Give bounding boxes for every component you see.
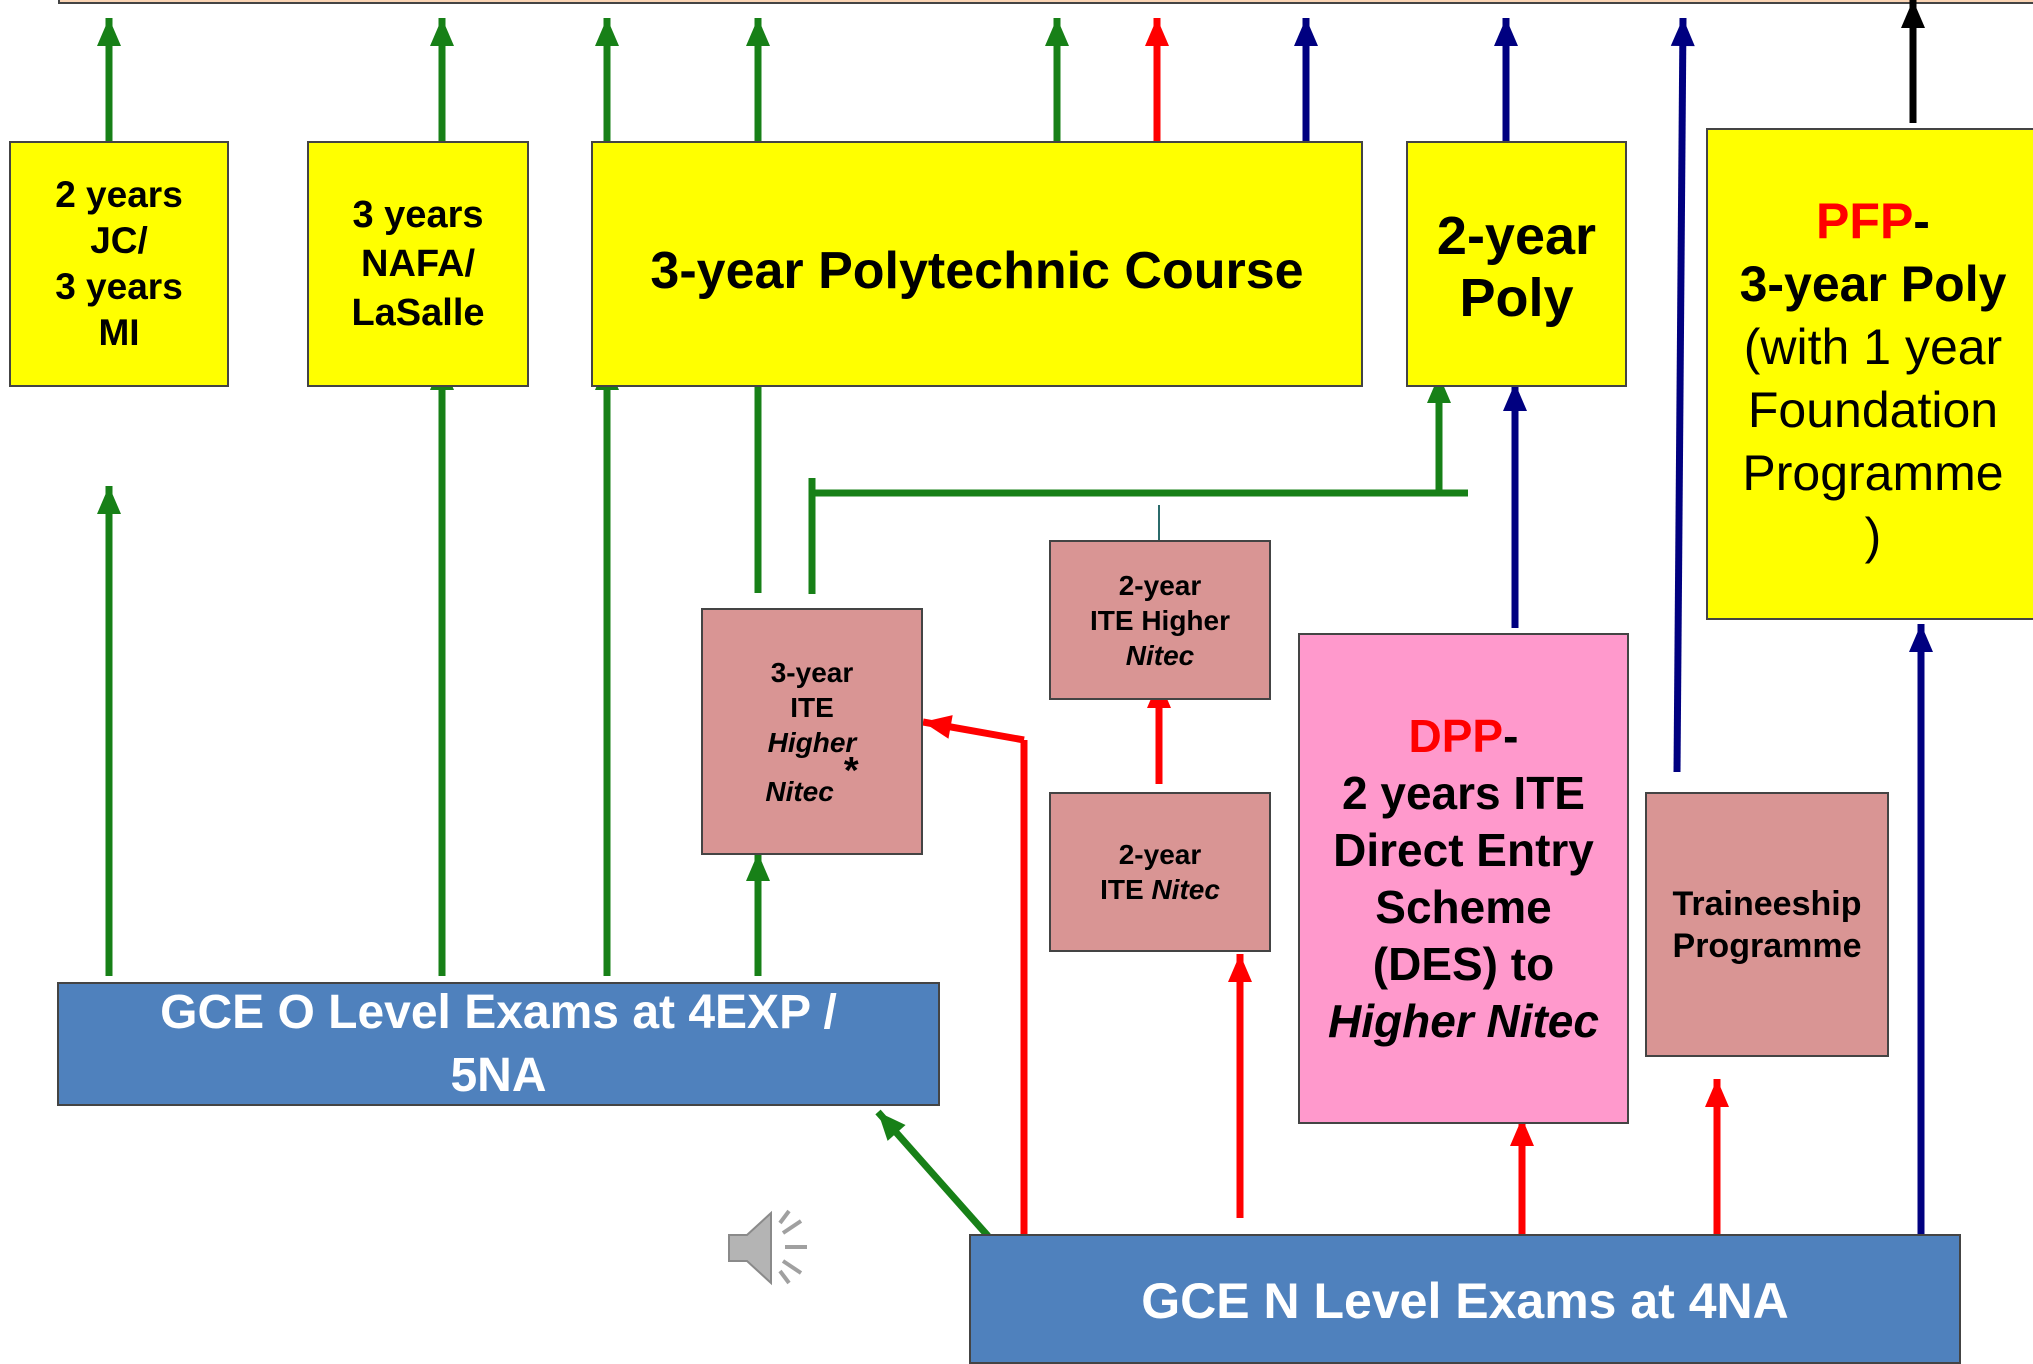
pfp-prefix: PFP <box>1816 193 1914 249</box>
pfp-box: PFP- 3-year Poly (with 1 year Foundation… <box>1706 128 2033 620</box>
path-arrow-19-head <box>1228 954 1252 982</box>
pfp-foundation-l3: Programme <box>1742 445 2004 501</box>
path-arrow-5-head <box>1045 18 1069 46</box>
path-arrow-1-head <box>97 18 121 46</box>
path-arrow-17-head <box>923 715 953 739</box>
path-arrow-4-head <box>746 18 770 46</box>
dpp-prefix: DPP <box>1408 709 1504 762</box>
dpp-dash: - <box>1503 709 1519 762</box>
path-arrow-3-head <box>595 18 619 46</box>
path-arrow-21-head <box>1705 1079 1729 1107</box>
path-arrow-22-head <box>1503 383 1527 411</box>
ite-nitec-2year-box: 2-year ITE Nitec <box>1049 792 1271 952</box>
ite-hn3-l2: ITE <box>790 691 834 723</box>
jc-text: JC/ <box>90 220 148 261</box>
dpp-box: DPP- 2 years ITE Direct Entry Scheme (DE… <box>1298 633 1629 1124</box>
o-level-box: GCE O Level Exams at 4EXP / 5NA <box>57 982 940 1106</box>
traineeship-l1: Traineeship <box>1672 884 1862 923</box>
traineeship-l2: Programme <box>1672 926 1862 965</box>
path-arrow-8-head <box>1494 18 1518 46</box>
poly-3year-box: 3-year Polytechnic Course <box>591 141 1363 387</box>
ite-higher-nitec-2year-box: 2-year ITE Higher Nitec <box>1049 540 1271 700</box>
lasalle-text: LaSalle <box>351 291 485 334</box>
nafa-years-text: 3 years <box>352 193 484 236</box>
pfp-foundation-l4: ) <box>1864 508 1882 564</box>
ite-hn3-l4-line: Nitec * <box>765 752 858 809</box>
pfp-foundation-l1: (with 1 year <box>1743 319 2003 375</box>
path-arrow-7-head <box>1294 18 1318 46</box>
mi-years-text: 3 years <box>55 266 183 307</box>
ite-n2-l1: 2-year <box>1118 839 1202 870</box>
jc-years-text: 2 years <box>55 174 183 215</box>
dpp-l5: (DES) to <box>1372 937 1555 990</box>
path-arrow-15-head <box>746 853 770 881</box>
poly-2year-box: 2-year Poly <box>1406 141 1627 387</box>
ite-n2-l2: ITE <box>1100 874 1152 905</box>
nafa-text: NAFA/ <box>361 242 475 285</box>
path-arrow-11-head <box>97 486 121 514</box>
dpp-l2: 2 years ITE <box>1342 766 1585 819</box>
ite-n2-l2-line: ITE Nitec <box>1100 872 1220 907</box>
top-band <box>58 0 2033 4</box>
pfp-dash: - <box>1913 193 1930 249</box>
dpp-title-line: DPP- <box>1409 708 1519 765</box>
ite-hn2-l1: 2-year <box>1118 569 1202 601</box>
ite-higher-nitec-3year-box: 3-year ITE Higher Nitec * <box>701 608 923 855</box>
path-arrow-20-head <box>1510 1118 1534 1146</box>
jc-mi-box: 2 years JC/ 3 years MI <box>9 141 229 387</box>
dpp-l3: Direct Entry <box>1333 823 1594 876</box>
path-arrow-10-head <box>1901 0 1925 28</box>
asterisk-mark: * <box>843 749 859 792</box>
path-arrow-2-head <box>430 18 454 46</box>
n-level-label: GCE N Level Exams at 4NA <box>1141 1273 1789 1329</box>
dpp-l6: Higher Nitec <box>1328 994 1599 1047</box>
poly-2year-l1: 2-year <box>1436 206 1597 266</box>
ite-hn2-l2: ITE Higher <box>1089 604 1230 636</box>
path-arrow-6-head <box>1145 18 1169 46</box>
pfp-poly-text: 3-year Poly <box>1739 256 2007 312</box>
poly-2year-l2: Poly <box>1459 268 1574 328</box>
o-level-l2: 5NA <box>450 1049 547 1102</box>
traineeship-box: Traineeship Programme <box>1645 792 1889 1057</box>
ite-hn3-l1: 3-year <box>770 656 854 688</box>
path-arrow-9-head <box>1670 18 1695 47</box>
path-arrow-9 <box>1673 17 1687 773</box>
mi-text: MI <box>98 312 140 353</box>
path-arrow-16-head <box>878 1112 906 1141</box>
poly-3year-label: 3-year Polytechnic Course <box>650 242 1304 300</box>
ite-hn3-l4: Nitec <box>765 775 834 807</box>
o-level-l1: GCE O Level Exams at 4EXP / <box>160 986 837 1039</box>
ite-hn3-l3: Higher <box>767 726 857 758</box>
path-arrow-24-head <box>1427 375 1451 403</box>
ite-n2-l2b: Nitec <box>1151 874 1220 905</box>
path-arrow-23-head <box>1909 624 1933 652</box>
pfp-title-line: PFP- <box>1708 190 2033 253</box>
nafa-lasalle-box: 3 years NAFA/ LaSalle <box>307 141 529 387</box>
n-level-box: GCE N Level Exams at 4NA <box>969 1234 1961 1364</box>
speaker-icon[interactable] <box>725 1205 820 1290</box>
pfp-foundation-l2: Foundation <box>1747 382 1999 438</box>
ite-hn2-l3: Nitec <box>1125 639 1195 671</box>
dpp-l4: Scheme <box>1375 880 1552 933</box>
